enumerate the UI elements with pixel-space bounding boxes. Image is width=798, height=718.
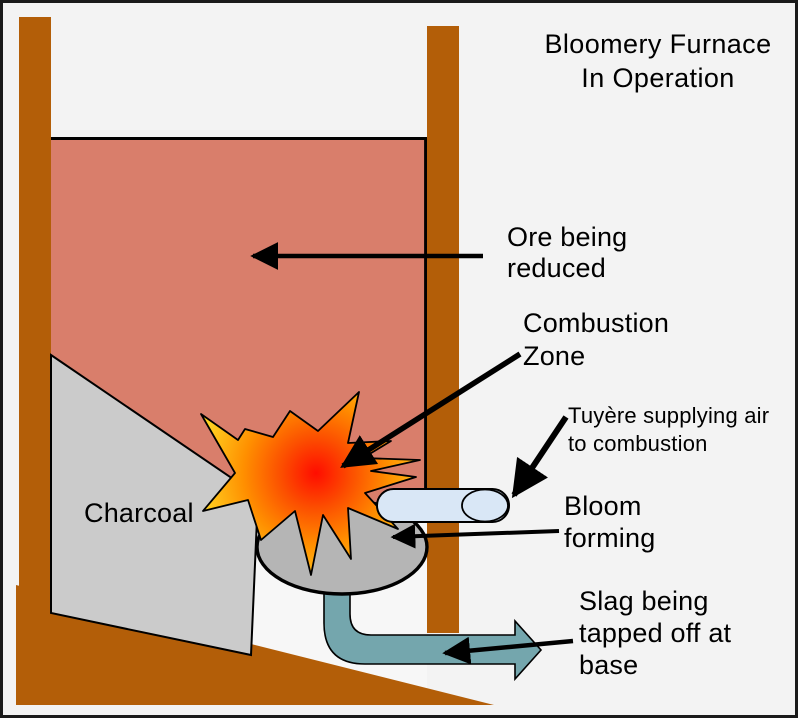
diagram-canvas (3, 3, 795, 715)
tuyere-label: Tuyère supplying air to combustion (568, 403, 770, 456)
ore-outline (51, 137, 428, 493)
combustion-zone-label: Combustion Zone (523, 308, 670, 371)
slag-flow-arrow (323, 572, 543, 682)
tuyere-arrow-icon (511, 415, 569, 499)
combustion-arrow-icon (340, 351, 522, 469)
combustion-flame (200, 391, 421, 576)
furnace-wall-left (19, 17, 51, 623)
slag-label: Slag being tapped off at base (579, 586, 732, 680)
tuyere-opening (461, 488, 509, 523)
bloom-label: Bloom forming (564, 491, 656, 553)
furnace-wall-right (427, 26, 459, 633)
diagram-title: Bloomery Furnace In Operation (544, 29, 772, 93)
tuyere-pipe (376, 488, 510, 523)
bloom-arrow-icon (390, 523, 560, 549)
ore-label: Ore being reduced (507, 222, 628, 283)
slag-arrow-icon (442, 636, 574, 665)
charcoal-label: Charcoal (84, 498, 194, 528)
charcoal-region (50, 353, 260, 657)
